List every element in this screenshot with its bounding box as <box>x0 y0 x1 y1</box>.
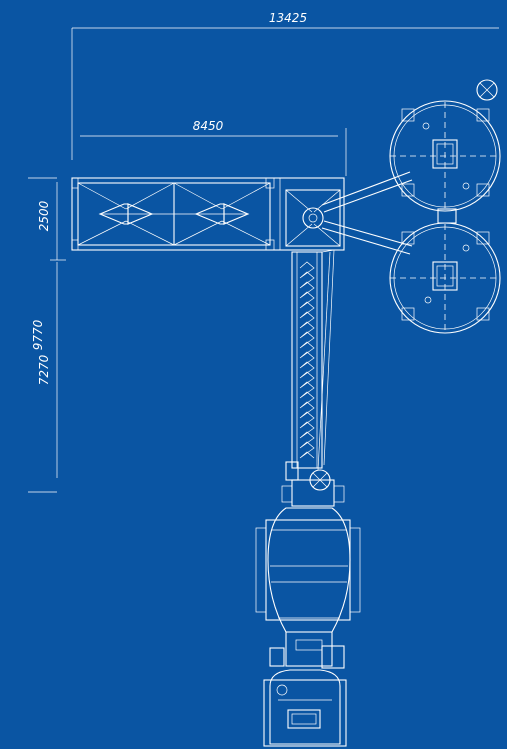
dimension-overall-length: 9770 <box>28 177 57 493</box>
dimension-overall-width: 13425 <box>71 11 499 160</box>
dimension-screed-width: 8450 <box>80 119 347 176</box>
support-arms <box>321 171 413 255</box>
dim-label-overall-length: 9770 <box>31 319 45 350</box>
screed-head <box>71 177 345 251</box>
operator-light <box>476 79 498 101</box>
dimension-screed-depth: 2500 <box>37 182 66 261</box>
dimension-conveyor-length: 7270 <box>37 262 58 478</box>
power-unit <box>263 631 347 747</box>
conveyor-chevrons <box>299 261 315 459</box>
dim-label-screed-depth: 2500 <box>37 200 51 231</box>
conveyor <box>291 249 335 471</box>
dim-label-overall-width: 13425 <box>269 11 307 25</box>
dim-label-screed-width: 8450 <box>193 119 224 133</box>
dim-label-conveyor-length: 7270 <box>37 354 51 385</box>
track-unit-upper <box>389 100 501 212</box>
track-unit-lower <box>389 222 501 334</box>
mixer-unit <box>255 461 361 633</box>
